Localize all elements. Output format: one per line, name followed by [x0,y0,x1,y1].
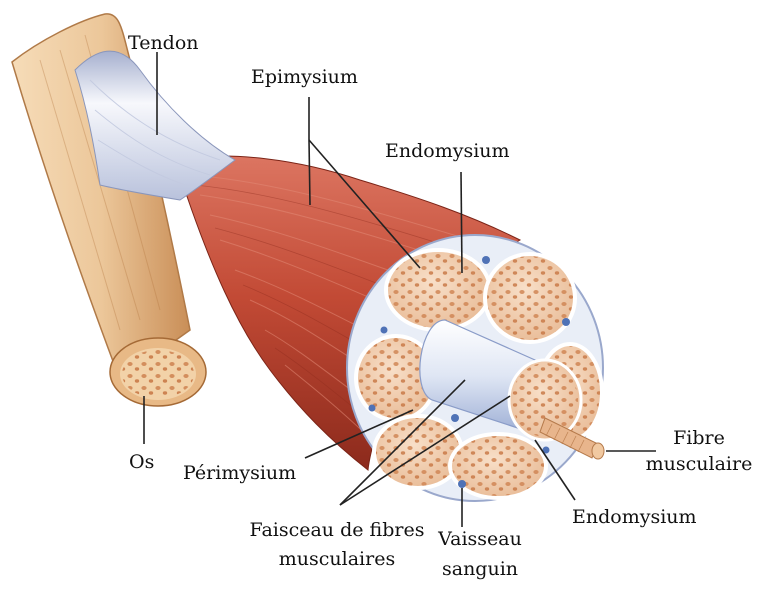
label-faisceau: Faisceau de fibres musculaires [232,514,442,572]
label-os: Os [129,451,154,473]
label-faisceau-line2: musculaires [232,546,442,572]
tendon [75,51,235,200]
leader-epimysium-b [309,140,310,205]
label-epimysium: Epimysium [251,66,358,88]
label-vaisseau: Vaisseau sanguin [430,526,530,585]
label-endomysium-top: Endomysium [385,140,510,162]
label-fibre-line2: musculaire [643,450,755,478]
label-perimysium: Périmysium [183,462,296,484]
label-vaisseau-line1: Vaisseau [430,526,530,553]
label-tendon: Tendon [128,32,199,54]
label-endomysium-bottom: Endomysium [572,506,697,528]
leader-endomysium-top [461,172,462,273]
label-vaisseau-line2: sanguin [430,553,530,585]
label-fibre: Fibre musculaire [643,426,755,478]
label-faisceau-line1: Faisceau de fibres [232,514,442,546]
label-fibre-line1: Fibre [643,426,755,450]
